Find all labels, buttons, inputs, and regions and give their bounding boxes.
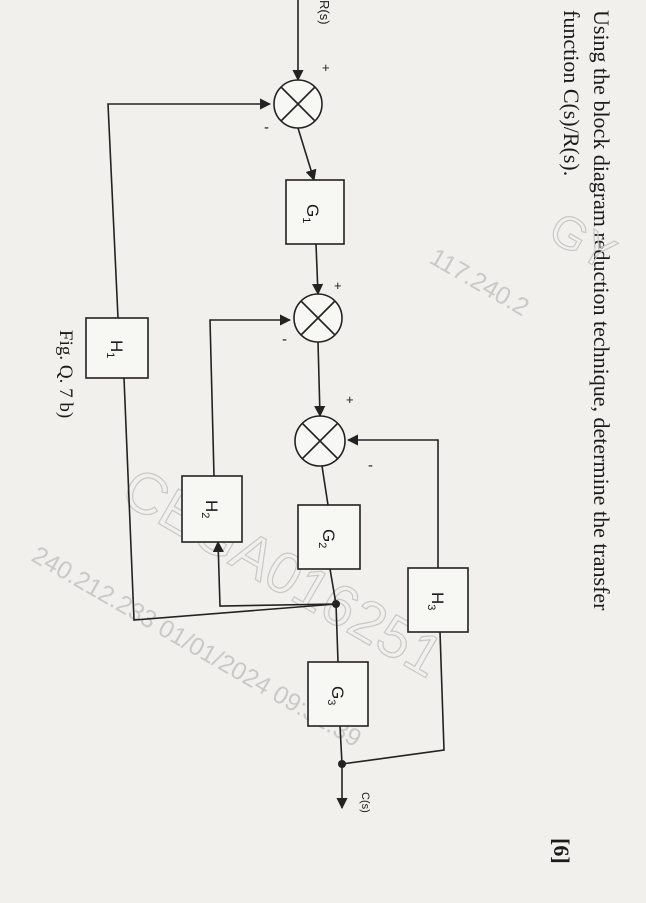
question-line-1: Using the block diagram reduction techni… bbox=[589, 10, 614, 611]
sum3-to-g2 bbox=[321, 465, 329, 506]
summing-junction-1 bbox=[273, 79, 323, 129]
g2-to-node-a bbox=[329, 568, 337, 605]
node-a-to-g3 bbox=[335, 603, 339, 663]
h3-feedback-out bbox=[346, 434, 439, 568]
svg-text:G2: G2 bbox=[316, 529, 338, 548]
watermark-ip-partial: 117.240.2 bbox=[425, 243, 534, 322]
sum1-minus: - bbox=[264, 119, 269, 136]
svg-text:H2: H2 bbox=[199, 500, 221, 518]
block-g1: G1 bbox=[285, 179, 345, 245]
g3-to-node-b bbox=[339, 725, 343, 765]
svg-text:G1: G1 bbox=[300, 204, 322, 223]
input-label: R(s) bbox=[317, 0, 332, 25]
svg-text:H3: H3 bbox=[425, 592, 447, 610]
sum2-minus: - bbox=[282, 331, 287, 348]
summing-junction-2 bbox=[293, 293, 343, 343]
pickoff-node-a bbox=[332, 600, 340, 608]
sign-labels: + - + - + - bbox=[264, 60, 373, 474]
question-line-2: function C(s)/R(s). bbox=[559, 10, 584, 176]
transfer-blocks: G1 G2 G3 H1 H2 H3 bbox=[85, 179, 469, 727]
pickoff-node-b bbox=[338, 760, 346, 768]
summing-junction-3 bbox=[294, 415, 346, 467]
h2-feedback-out bbox=[209, 314, 292, 477]
sum3-minus: - bbox=[368, 457, 373, 474]
block-g3: G3 bbox=[307, 661, 369, 727]
sum1-plus: + bbox=[322, 60, 330, 75]
h3-feedback-in bbox=[341, 631, 445, 765]
marks-label: [6] bbox=[549, 838, 574, 864]
block-h3: H3 bbox=[407, 567, 469, 633]
h2-feedback-in bbox=[212, 540, 337, 607]
svg-text:H1: H1 bbox=[104, 340, 126, 358]
sum1-to-g1 bbox=[297, 127, 317, 182]
sum2-plus: + bbox=[334, 278, 342, 293]
signal-lines bbox=[107, 0, 445, 810]
sum3-plus: + bbox=[346, 392, 354, 407]
block-g2: G2 bbox=[297, 504, 361, 570]
sum2-to-sum3 bbox=[314, 341, 326, 418]
block-h2: H2 bbox=[181, 475, 243, 543]
figure-caption: Fig. Q. 7 b) bbox=[55, 330, 76, 418]
summing-junctions bbox=[273, 79, 346, 467]
h1-feedback-in bbox=[123, 377, 337, 621]
h1-feedback-out bbox=[107, 98, 272, 319]
question-text: Using the block diagram reduction techni… bbox=[549, 10, 614, 864]
svg-text:G3: G3 bbox=[325, 686, 347, 705]
g1-to-sum2 bbox=[312, 243, 324, 296]
output-label: C(s) bbox=[359, 792, 371, 813]
block-h1: H1 bbox=[85, 317, 149, 379]
watermark-code: CEGA016251 bbox=[112, 455, 454, 690]
